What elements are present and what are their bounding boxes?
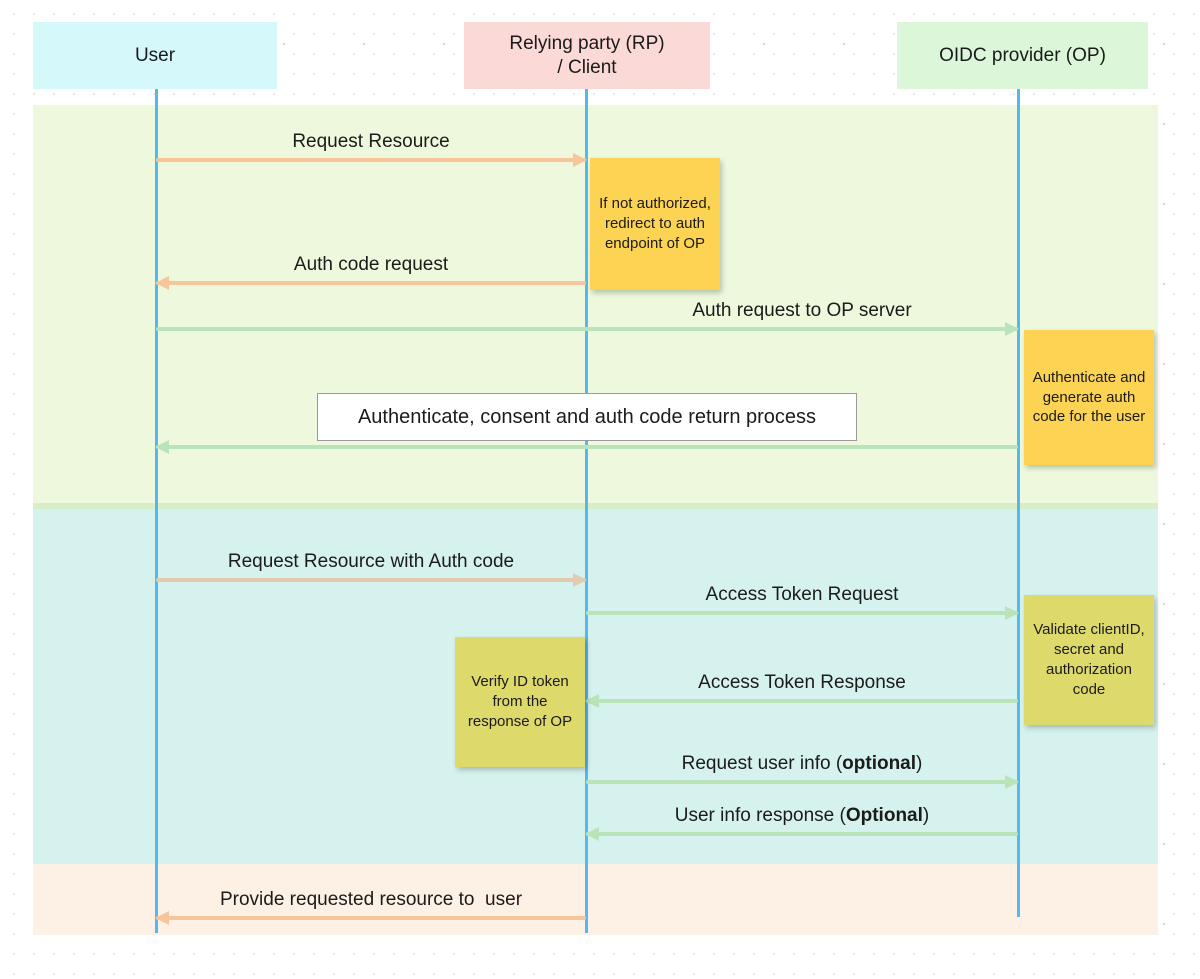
actor-header-user[interactable]: User xyxy=(33,22,277,89)
message-user-info-response[interactable]: User info response (Optional) xyxy=(585,792,1018,841)
arrowhead-left-icon xyxy=(155,911,169,925)
message-line xyxy=(586,699,1018,703)
message-label-auth-request-to-op: Auth request to OP server xyxy=(692,300,912,321)
note-authenticate-generate-auth-code[interactable]: Authenticate and generate auth code for … xyxy=(1024,330,1154,465)
note-text-authenticate: Authenticate and generate auth code for … xyxy=(1032,368,1146,426)
message-emphasis-optional-capital: Optional xyxy=(845,805,923,826)
message-line xyxy=(156,327,1018,331)
arrowhead-right-icon xyxy=(1005,322,1019,336)
message-line xyxy=(586,780,1018,784)
arrowhead-left-icon xyxy=(585,694,599,708)
arrowhead-left-icon xyxy=(155,440,169,454)
actor-header-relying-party[interactable]: Relying party (RP) / Client xyxy=(464,22,710,89)
actor-label-user: User xyxy=(134,44,176,66)
process-box-authenticate-consent[interactable]: Authenticate, consent and auth code retu… xyxy=(317,393,857,441)
message-label-request-resource: Request Resource xyxy=(292,131,450,152)
phase-band-divider xyxy=(33,503,1158,509)
arrowhead-left-icon xyxy=(585,827,599,841)
arrowhead-right-icon xyxy=(1005,606,1019,620)
note-redirect-to-auth-endpoint[interactable]: If not authorized, redirect to auth endp… xyxy=(590,158,720,290)
lifeline-user xyxy=(155,89,158,933)
message-label-provide-requested-resource: Provide requested resource to user xyxy=(219,889,523,910)
note-validate-client-credentials[interactable]: Validate clientID, secret and authorizat… xyxy=(1024,595,1154,725)
message-text-user-info-response: User info response ( xyxy=(674,805,846,826)
message-line xyxy=(156,916,586,920)
message-access-token-request[interactable]: Access Token Request xyxy=(586,571,1019,620)
phase-band-resource xyxy=(33,864,1158,935)
message-label-request-user-info: Request user info (optional) xyxy=(586,753,1018,775)
message-line xyxy=(156,445,1018,449)
message-request-user-info[interactable]: Request user info (optional) xyxy=(586,740,1019,789)
message-tail-user-info-response: ) xyxy=(922,805,930,826)
message-label-request-resource-with-auth-code: Request Resource with Auth code xyxy=(227,551,515,572)
message-label-user-info-response: User info response (Optional) xyxy=(586,805,1018,827)
message-emphasis-optional: optional xyxy=(842,753,917,774)
message-line xyxy=(156,578,586,582)
lifeline-relying-party xyxy=(585,89,588,933)
message-tail-request-user-info: ) xyxy=(916,753,923,774)
arrowhead-right-icon xyxy=(573,153,587,167)
note-text-verify-id-token: Verify ID token from the response of OP xyxy=(467,673,573,730)
message-line xyxy=(586,832,1018,836)
phase-band-token xyxy=(33,509,1158,864)
message-request-resource[interactable]: Request Resource xyxy=(156,118,587,167)
message-label-auth-code-request: Auth code request xyxy=(293,254,449,275)
message-line xyxy=(156,158,586,162)
actor-label-oidc-provider: OIDC provider (OP) xyxy=(939,44,1106,66)
arrowhead-right-icon xyxy=(573,573,587,587)
message-text-request-user-info: Request user info ( xyxy=(681,753,843,774)
message-request-resource-with-auth-code[interactable]: Request Resource with Auth code xyxy=(156,538,587,587)
message-auth-code-request[interactable]: Auth code request xyxy=(155,241,586,290)
process-box-label: Authenticate, consent and auth code retu… xyxy=(357,405,817,428)
message-access-token-response[interactable]: Access Token Response xyxy=(585,659,1018,708)
arrowhead-left-icon xyxy=(155,276,169,290)
actor-header-oidc-provider[interactable]: OIDC provider (OP) xyxy=(897,22,1148,89)
lifeline-oidc-provider xyxy=(1017,89,1020,917)
message-label-access-token-response: Access Token Response xyxy=(698,672,906,693)
message-auth-request-to-op[interactable]: Auth request to OP server xyxy=(156,287,1019,336)
note-text-validate: Validate clientID, secret and authorizat… xyxy=(1033,621,1145,698)
message-provide-requested-resource[interactable]: Provide requested resource to user xyxy=(155,876,586,925)
actor-label-relying-party: Relying party (RP) / Client xyxy=(509,32,665,78)
message-line xyxy=(586,611,1018,615)
arrowhead-right-icon xyxy=(1005,775,1019,789)
message-line xyxy=(156,281,586,285)
note-verify-id-token[interactable]: Verify ID token from the response of OP xyxy=(455,637,585,767)
note-text-redirect: If not authorized, redirect to auth endp… xyxy=(599,195,711,252)
message-label-access-token-request: Access Token Request xyxy=(705,584,899,605)
message-auth-code-return[interactable] xyxy=(155,410,1018,454)
